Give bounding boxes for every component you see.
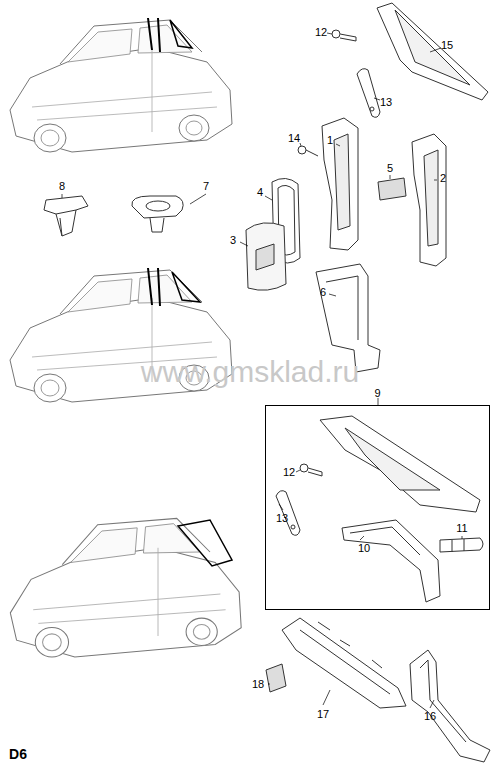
trim-part <box>318 622 382 668</box>
trim-part <box>350 527 420 555</box>
callout-number: 4 <box>256 186 264 199</box>
callout-number: 8 <box>58 180 66 193</box>
callout-number: 11 <box>455 522 468 535</box>
group-frame: 9 <box>265 405 490 610</box>
trim-part <box>320 416 480 512</box>
leader-line <box>190 194 206 204</box>
leader-line <box>327 33 332 34</box>
trim-part <box>395 10 470 85</box>
leader-line <box>374 98 380 100</box>
callout-number: 7 <box>202 180 210 193</box>
callout-number: 9 <box>374 388 380 399</box>
sedan-illustration <box>148 18 160 52</box>
clip <box>44 196 88 236</box>
watermark: www.gmsklad.ru <box>140 356 360 388</box>
trim-part <box>440 538 483 552</box>
callout-number: 14 <box>287 132 301 145</box>
trim-part <box>420 660 466 742</box>
sedan-illustration <box>170 20 192 48</box>
trim-part <box>377 3 488 100</box>
sedan-illustration <box>10 20 232 152</box>
trim-part <box>357 69 380 118</box>
trim-part <box>256 244 274 270</box>
trim-part <box>340 34 356 41</box>
trim-part <box>412 134 446 266</box>
leader-line <box>268 684 270 685</box>
leader-line <box>378 398 379 405</box>
leader-line <box>336 144 340 146</box>
hatchback-illustration <box>172 272 200 302</box>
leader-line <box>360 536 364 540</box>
trim-part <box>291 525 295 529</box>
sedan-illustration <box>10 18 232 152</box>
trim-part <box>266 664 286 692</box>
leader-line <box>300 143 301 146</box>
callout-number: 2 <box>439 172 447 185</box>
leader-line <box>240 242 248 246</box>
callout-number: 17 <box>316 708 330 721</box>
callout-number: 10 <box>357 542 371 555</box>
hatchback-illustration <box>148 268 160 306</box>
page-code: D6 <box>8 746 28 762</box>
leader-line <box>390 175 391 179</box>
clip <box>44 196 183 236</box>
callout-number: 5 <box>386 162 394 175</box>
trim-part <box>308 468 322 476</box>
leader-line <box>296 470 300 472</box>
trim-part <box>378 178 406 200</box>
trim-part <box>326 276 358 340</box>
callout-number: 1 <box>326 134 334 147</box>
trim-part <box>345 428 440 490</box>
callout-number: 3 <box>229 234 237 247</box>
trim-part <box>300 464 308 472</box>
clip <box>150 218 164 232</box>
trim-part <box>332 30 340 38</box>
leader-line <box>265 196 272 200</box>
trim-part <box>300 630 390 694</box>
trim-part <box>334 134 350 230</box>
clip <box>56 210 76 236</box>
trim-part <box>246 223 286 290</box>
callout-number: 12 <box>282 466 296 479</box>
trim-part <box>306 150 318 156</box>
callout-number: 13 <box>379 96 393 109</box>
leader-line <box>279 504 283 510</box>
wagon-illustration <box>10 518 241 657</box>
callout-number: 6 <box>319 286 327 299</box>
callout-number: 12 <box>314 26 328 39</box>
leader-line <box>62 33 462 708</box>
trim-part <box>370 107 374 111</box>
leader-line <box>434 180 437 181</box>
callout-number: 15 <box>440 39 454 52</box>
trim-part <box>322 118 358 250</box>
callout-number: 16 <box>423 710 437 723</box>
trim-part <box>452 539 464 552</box>
leader-line <box>62 194 63 198</box>
callout-number: 13 <box>275 512 289 525</box>
wagon-illustration <box>178 520 232 566</box>
leader-line <box>323 690 330 705</box>
clip <box>146 201 170 211</box>
trim-part <box>282 618 406 708</box>
callout-number: 18 <box>251 678 265 691</box>
leader-line <box>430 48 441 52</box>
trim-part <box>342 520 440 602</box>
leader-line <box>430 700 434 708</box>
trim-part <box>298 146 306 154</box>
trim-part <box>410 650 490 762</box>
leader-line <box>462 536 463 539</box>
trim-part <box>424 150 438 246</box>
clip <box>132 196 183 218</box>
leader-line <box>329 294 336 296</box>
wagon-illustration <box>10 518 241 657</box>
